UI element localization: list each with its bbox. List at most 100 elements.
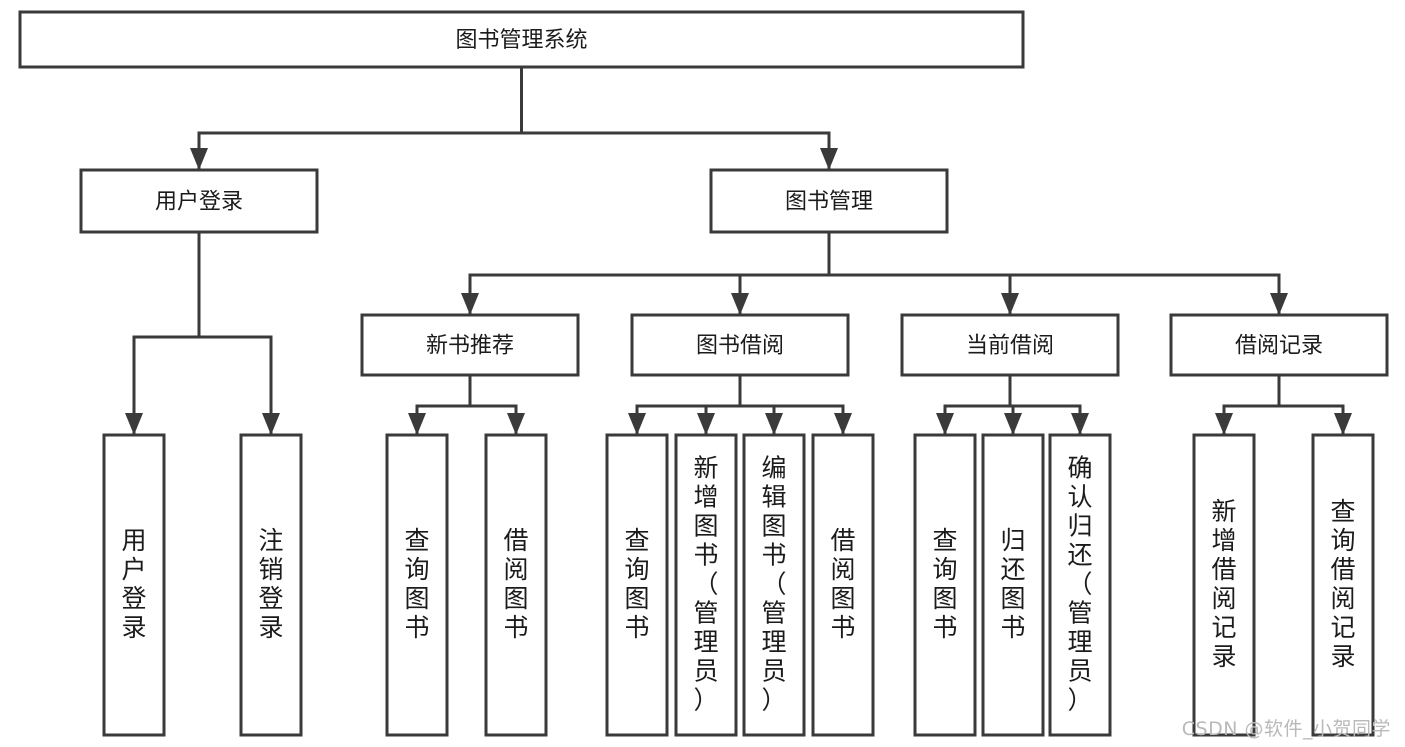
node-label-leaf-confirm-return-char-0: 确 xyxy=(1067,454,1092,483)
node-label-leaf-edit-book-char-0: 编 xyxy=(761,454,786,483)
node-label-leaf-borrow-book-char-3: 书 xyxy=(830,613,855,642)
node-new-book-rec[interactable]: 新书推荐 xyxy=(360,313,580,377)
node-label-leaf-logout-char-0: 注 xyxy=(258,526,283,555)
node-root[interactable]: 图书管理系统 xyxy=(18,10,1025,69)
node-label-leaf-query-book-char-1: 询 xyxy=(624,555,649,584)
node-label-leaf-query-book-rec-char-1: 询 xyxy=(404,555,429,584)
node-label-leaf-query-record-char-0: 查 xyxy=(1330,497,1355,526)
node-label-leaf-add-record-char-5: 录 xyxy=(1211,642,1236,671)
node-label-leaf-query-book-cur-char-1: 询 xyxy=(932,555,957,584)
node-label-leaf-edit-book-char-8: ） xyxy=(761,686,786,715)
node-label-leaf-borrow-book-char-2: 图 xyxy=(830,584,855,613)
node-box-leaf-add-book xyxy=(674,433,738,737)
node-user-login[interactable]: 用户登录 xyxy=(79,168,319,234)
node-label-new-book-rec: 新书推荐 xyxy=(426,334,514,359)
node-box-book-manage xyxy=(709,168,949,234)
node-label-leaf-add-book-char-8: ） xyxy=(693,686,718,715)
node-box-leaf-borrow-book-rec xyxy=(484,433,548,737)
node-label-leaf-add-record-char-3: 阅 xyxy=(1211,584,1236,613)
node-label-user-login: 用户登录 xyxy=(155,190,243,215)
node-label-root: 图书管理系统 xyxy=(455,28,587,53)
arrow-head-icon-book-manage-1 xyxy=(731,293,749,315)
node-label-leaf-user-login-char-3: 录 xyxy=(121,613,146,642)
node-label-leaf-return-book-char-2: 图 xyxy=(1000,584,1025,613)
node-label-leaf-add-record-char-2: 借 xyxy=(1211,555,1236,584)
node-label-leaf-query-book-cur-char-0: 查 xyxy=(932,526,957,555)
node-label-leaf-logout-char-1: 销 xyxy=(258,555,283,584)
node-label-leaf-query-record-char-1: 询 xyxy=(1330,526,1355,555)
node-label-leaf-query-book-rec-char-0: 查 xyxy=(404,526,429,555)
node-label-leaf-confirm-return-char-7: 员 xyxy=(1067,657,1092,686)
arrow-head-icon-user-login-0 xyxy=(125,413,143,435)
node-label-leaf-borrow-book-char-1: 阅 xyxy=(830,555,855,584)
arrow-head-icon-book-borrow-3 xyxy=(834,413,852,435)
nodes-layer: 图书管理系统用户登录图书管理新书推荐图书借阅当前借阅借阅记录用户登录注销登录查询… xyxy=(18,10,1389,737)
watermark-label: CSDN @软件_小贺同学 xyxy=(1181,718,1391,740)
node-label-leaf-borrow-book-char-0: 借 xyxy=(830,526,855,555)
arrow-head-icon-book-manage-0 xyxy=(461,293,479,315)
node-label-leaf-confirm-return-char-6: 理 xyxy=(1067,628,1092,657)
node-box-root xyxy=(18,10,1025,69)
arrow-head-icon-new-book-rec-0 xyxy=(408,413,426,435)
node-borrow-record[interactable]: 借阅记录 xyxy=(1169,313,1389,377)
arrow-head-icon-book-borrow-1 xyxy=(697,413,715,435)
edges-layer xyxy=(125,65,1352,437)
arrow-head-icon-borrow-record-1 xyxy=(1334,413,1352,435)
node-box-leaf-add-record xyxy=(1192,433,1256,737)
node-label-leaf-confirm-return-char-3: 还 xyxy=(1067,541,1092,570)
node-label-leaf-confirm-return-char-5: 管 xyxy=(1067,599,1092,628)
node-box-borrow-record xyxy=(1169,313,1389,377)
node-leaf-user-login[interactable]: 用户登录 xyxy=(102,433,166,737)
node-label-leaf-query-book-rec-char-2: 图 xyxy=(404,584,429,613)
node-book-borrow[interactable]: 图书借阅 xyxy=(630,313,850,377)
node-box-leaf-confirm-return xyxy=(1048,433,1112,737)
node-current-borrow[interactable]: 当前借阅 xyxy=(900,313,1120,377)
node-label-leaf-query-book-cur-char-2: 图 xyxy=(932,584,957,613)
node-label-leaf-query-record-char-2: 借 xyxy=(1330,555,1355,584)
node-label-leaf-add-book-char-2: 图 xyxy=(693,512,718,541)
node-label-leaf-edit-book-char-6: 理 xyxy=(761,628,786,657)
node-label-leaf-user-login-char-2: 登 xyxy=(121,584,146,613)
node-label-current-borrow: 当前借阅 xyxy=(966,334,1054,359)
arrow-head-icon-current-borrow-0 xyxy=(936,413,954,435)
node-label-leaf-borrow-book-rec-char-2: 图 xyxy=(503,584,528,613)
arrow-head-icon-book-borrow-0 xyxy=(628,413,646,435)
node-box-book-borrow xyxy=(630,313,850,377)
arrow-head-icon-book-borrow-2 xyxy=(765,413,783,435)
node-label-leaf-return-book-char-3: 书 xyxy=(1000,613,1025,642)
arrow-head-icon-new-book-rec-1 xyxy=(507,413,525,435)
node-book-manage[interactable]: 图书管理 xyxy=(709,168,949,234)
node-label-leaf-add-book-char-7: 员 xyxy=(693,657,718,686)
node-label-leaf-query-book-char-0: 查 xyxy=(624,526,649,555)
node-label-leaf-add-book-char-4: （ xyxy=(693,570,718,599)
node-label-book-manage: 图书管理 xyxy=(785,190,873,215)
node-label-leaf-user-login-char-0: 用 xyxy=(121,526,146,555)
node-box-leaf-logout xyxy=(239,433,303,737)
arrow-head-icon-current-borrow-2 xyxy=(1071,413,1089,435)
node-label-leaf-edit-book-char-1: 辑 xyxy=(761,483,786,512)
node-label-leaf-add-book-char-3: 书 xyxy=(693,541,718,570)
node-label-leaf-query-record-char-4: 记 xyxy=(1330,613,1355,642)
node-label-book-borrow: 图书借阅 xyxy=(696,334,784,359)
node-label-leaf-confirm-return-char-8: ） xyxy=(1067,686,1092,715)
arrow-head-icon-root-0 xyxy=(190,148,208,170)
node-box-user-login xyxy=(79,168,319,234)
node-label-leaf-edit-book-char-5: 管 xyxy=(761,599,786,628)
node-label-leaf-add-record-char-0: 新 xyxy=(1211,497,1236,526)
node-box-leaf-query-book-cur xyxy=(913,433,977,737)
node-label-leaf-query-book-cur-char-3: 书 xyxy=(932,613,957,642)
node-label-leaf-return-book-char-1: 还 xyxy=(1000,555,1025,584)
